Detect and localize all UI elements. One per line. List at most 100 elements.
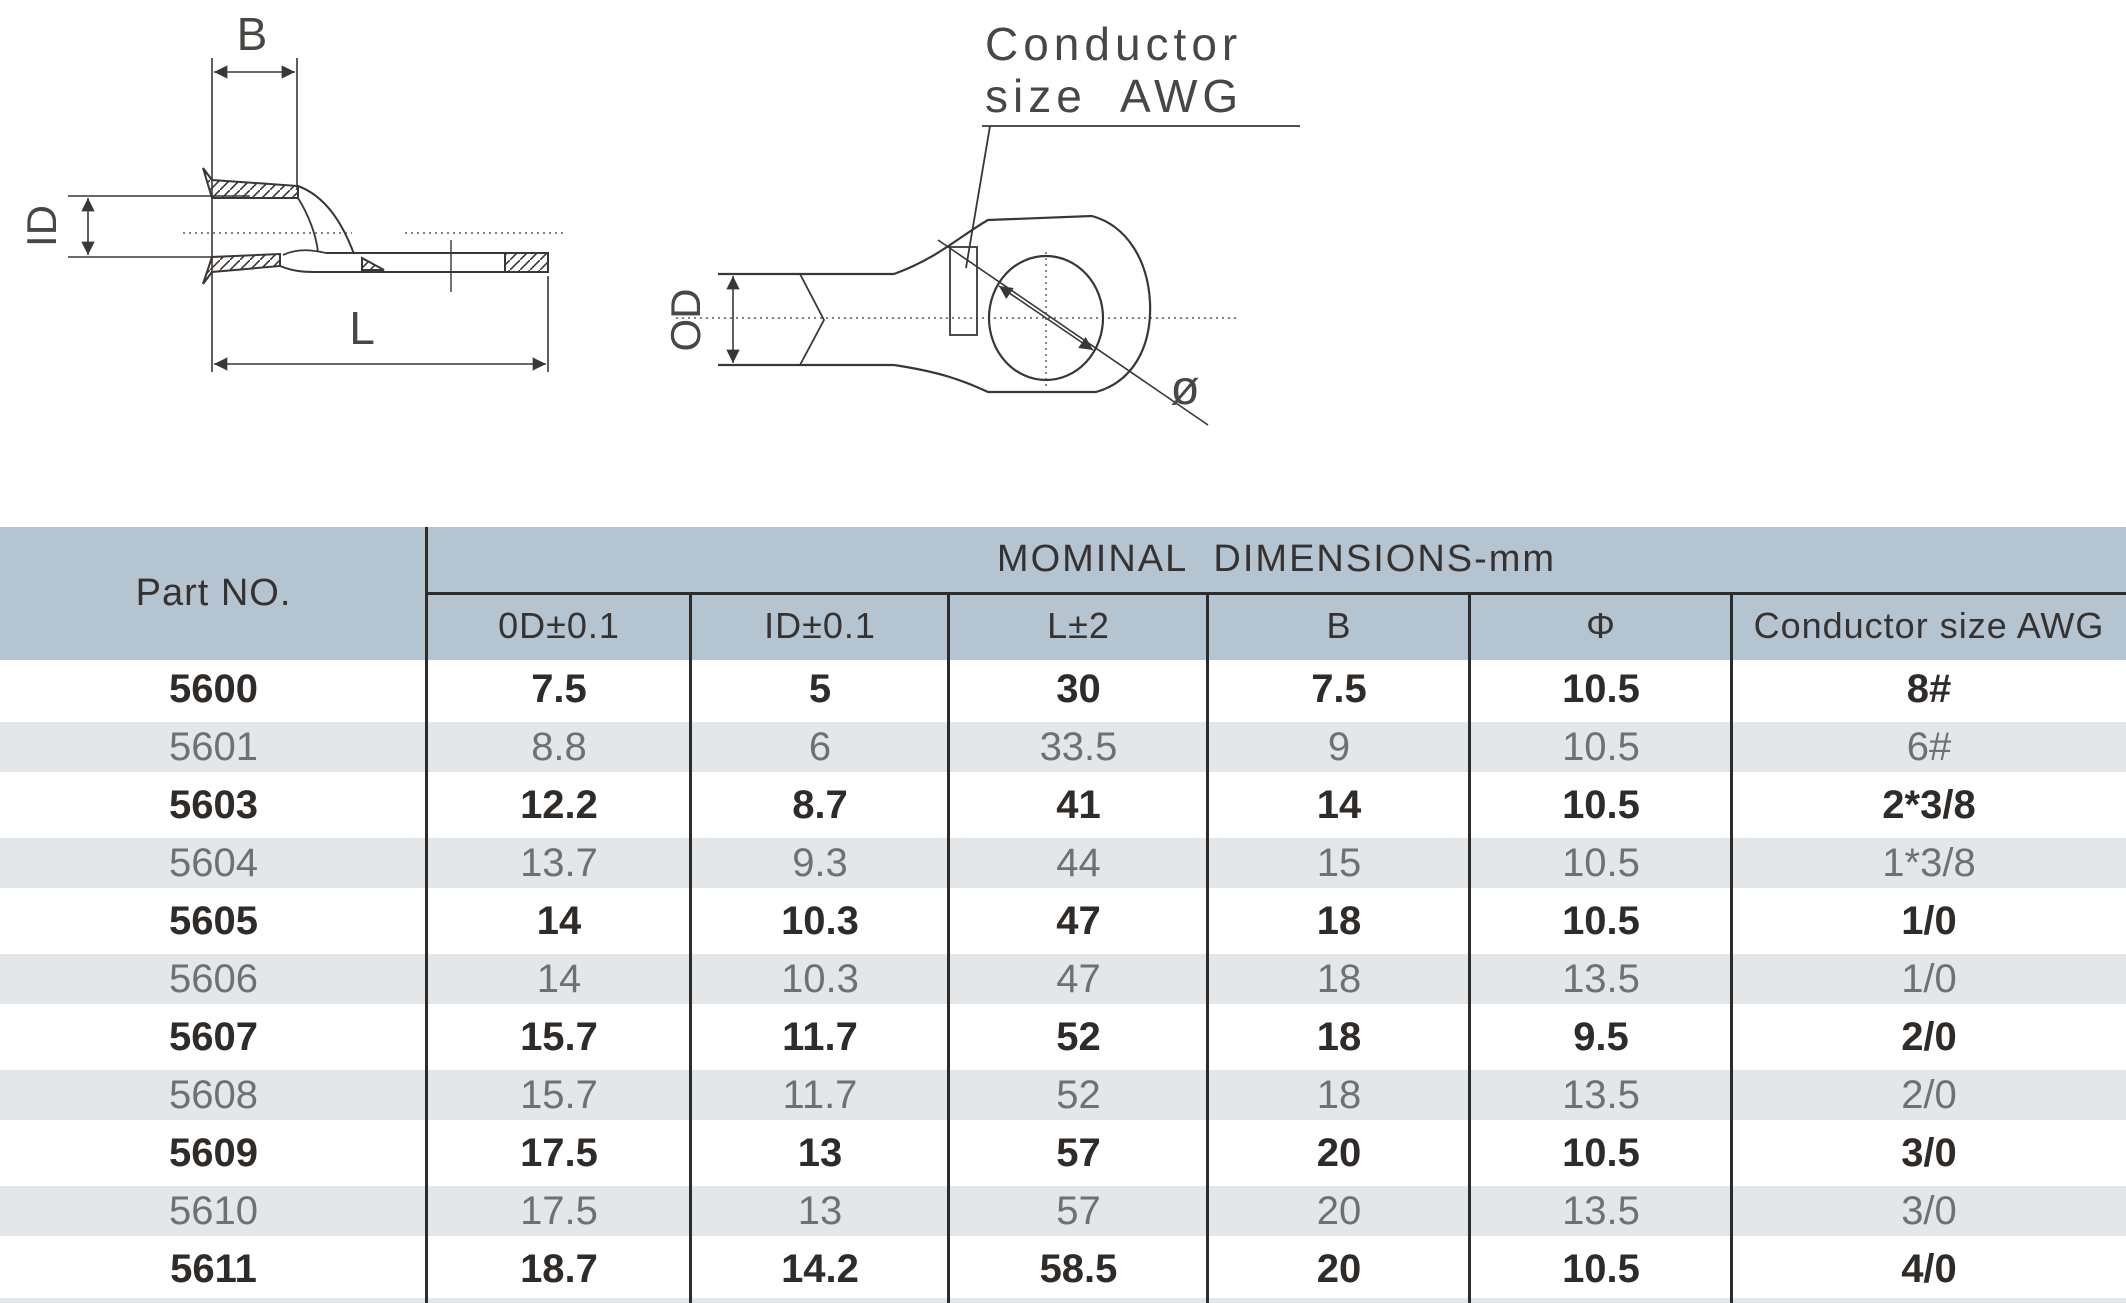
dimension-cell: 13.5 [1562,956,1640,1001]
part-no-header: Part NO. [135,572,292,614]
dimension-cell: 33.5 [1039,724,1118,769]
dimension-cell: 2*3/8 [1882,782,1976,827]
dimension-cell: 10.3 [781,898,859,943]
dimension-cell: 41 [1056,782,1101,827]
column-header-l: L±2 [1047,605,1110,646]
top-view-drawing: OD ø Conductor size AWG [662,18,1300,426]
callout-leader-line [965,125,991,269]
dimension-cell: 13 [797,1188,843,1233]
dimension-cell: 52 [1056,1014,1101,1059]
barrel-bottom-wall [202,252,281,285]
dimension-cell: 9 [1327,724,1351,769]
dimension-cell: 10.5 [1562,898,1640,943]
dimension-cell: 1/0 [1901,956,1957,1001]
conductor-size-label-line1: Conductor [985,18,1242,70]
dimension-cell: 10.5 [1562,724,1640,769]
dimension-cell: 10.5 [1562,666,1640,711]
diameter-symbol: ø [1170,362,1199,415]
column-header-id: ID±0.1 [764,605,876,646]
dimension-cell: 13 [797,1130,843,1175]
column-divider [689,592,692,1303]
dimension-cell: 6 [808,724,832,769]
dimension-cell: 10.5 [1562,1246,1640,1291]
dimension-cell: 20 [1316,1246,1362,1291]
dimension-cell: 9.5 [1573,1014,1629,1059]
dimension-cell: 57 [1056,1130,1101,1175]
dimension-cell: 18 [1316,898,1362,943]
column-divider [1730,592,1733,1303]
part-no-cell: 5604 [169,840,258,885]
conductor-size-label-line2: size AWG [985,70,1243,122]
dimension-cell: 15 [1316,840,1362,885]
part-no-cell: 5600 [169,666,258,711]
dimension-cell: 8.7 [792,782,848,827]
dimension-cell: 14 [1316,782,1362,827]
part-no-cell: 5605 [169,898,258,943]
diameter-dimension-line [998,285,1094,351]
side-view-drawing: B ID L [18,8,566,372]
dimension-cell: 9.3 [792,840,848,885]
dimension-cell: 15.7 [520,1072,598,1117]
dimension-cell: 47 [1056,898,1101,943]
dimension-cell: 1/0 [1901,898,1957,943]
dimension-cell: 18 [1316,956,1362,1001]
ring-head-outline [893,214,1152,394]
part-no-cell: 5606 [169,956,258,1001]
break-line [799,273,826,366]
dimension-cell: 13.5 [1562,1072,1640,1117]
column-divider [947,592,950,1303]
dimension-cell: 3/0 [1901,1130,1957,1175]
dimension-cell: 5 [808,666,832,711]
tongue-tip-section [504,252,549,273]
part-no-cell: 5607 [169,1014,258,1059]
dimension-cell: 13.5 [1562,1188,1640,1233]
next-row-sliver [0,1298,2126,1303]
dimension-cell: 2/0 [1901,1072,1957,1117]
dimension-cell: 58.5 [1039,1246,1118,1291]
column-header-conductor: Conductor size AWG [1753,605,2105,646]
dimension-cell: 2/0 [1901,1014,1957,1059]
od-dimension-label: OD [662,289,709,352]
dimension-cell: 11.7 [782,1072,858,1117]
dimension-cell: 13.7 [520,840,598,885]
barrel-top-wall [202,167,299,199]
dimension-cell: 8# [1906,666,1952,711]
dimension-cell: 47 [1056,956,1101,1001]
technical-drawings: B ID L [18,8,1300,426]
part-no-cell: 5611 [170,1246,257,1291]
part-no-cell: 5609 [169,1130,258,1175]
dimension-cell: 15.7 [520,1014,598,1059]
table-row: 5604 13.7 9.3 44 15 10.5 1*3/8 [0,834,2126,892]
dimension-cell: 10.5 [1562,840,1640,885]
dimension-cell: 1*3/8 [1882,840,1976,885]
part-no-cell: 5608 [169,1072,258,1117]
part-no-cell: 5610 [169,1188,258,1233]
dimension-cell: 44 [1056,840,1101,885]
dimension-cell: 18 [1316,1014,1362,1059]
dimension-cell: 11.7 [782,1014,858,1059]
dimension-cell: 4/0 [1901,1246,1957,1291]
dimension-cell: 7.5 [531,666,587,711]
spec-table: Part NO. MOMINAL DIMENSIONS-mm 0D±0.1 ID… [0,527,2126,1303]
part-no-cell: 5601 [169,724,258,769]
dimension-cell: 3/0 [1901,1188,1957,1233]
dimension-cell: 12.2 [520,782,598,827]
id-dimension-label: ID [18,205,65,247]
l-dimension-label: L [349,302,375,354]
column-header-od: 0D±0.1 [498,605,620,646]
dimension-cell: 10.5 [1562,1130,1640,1175]
dimension-cell: 18.7 [520,1246,598,1291]
part-no-cell: 5603 [169,782,258,827]
dimension-cell: 6# [1906,724,1952,769]
column-divider [425,527,428,1303]
dimension-cell: 17.5 [520,1188,598,1233]
dimension-cell: 10.3 [781,956,859,1001]
